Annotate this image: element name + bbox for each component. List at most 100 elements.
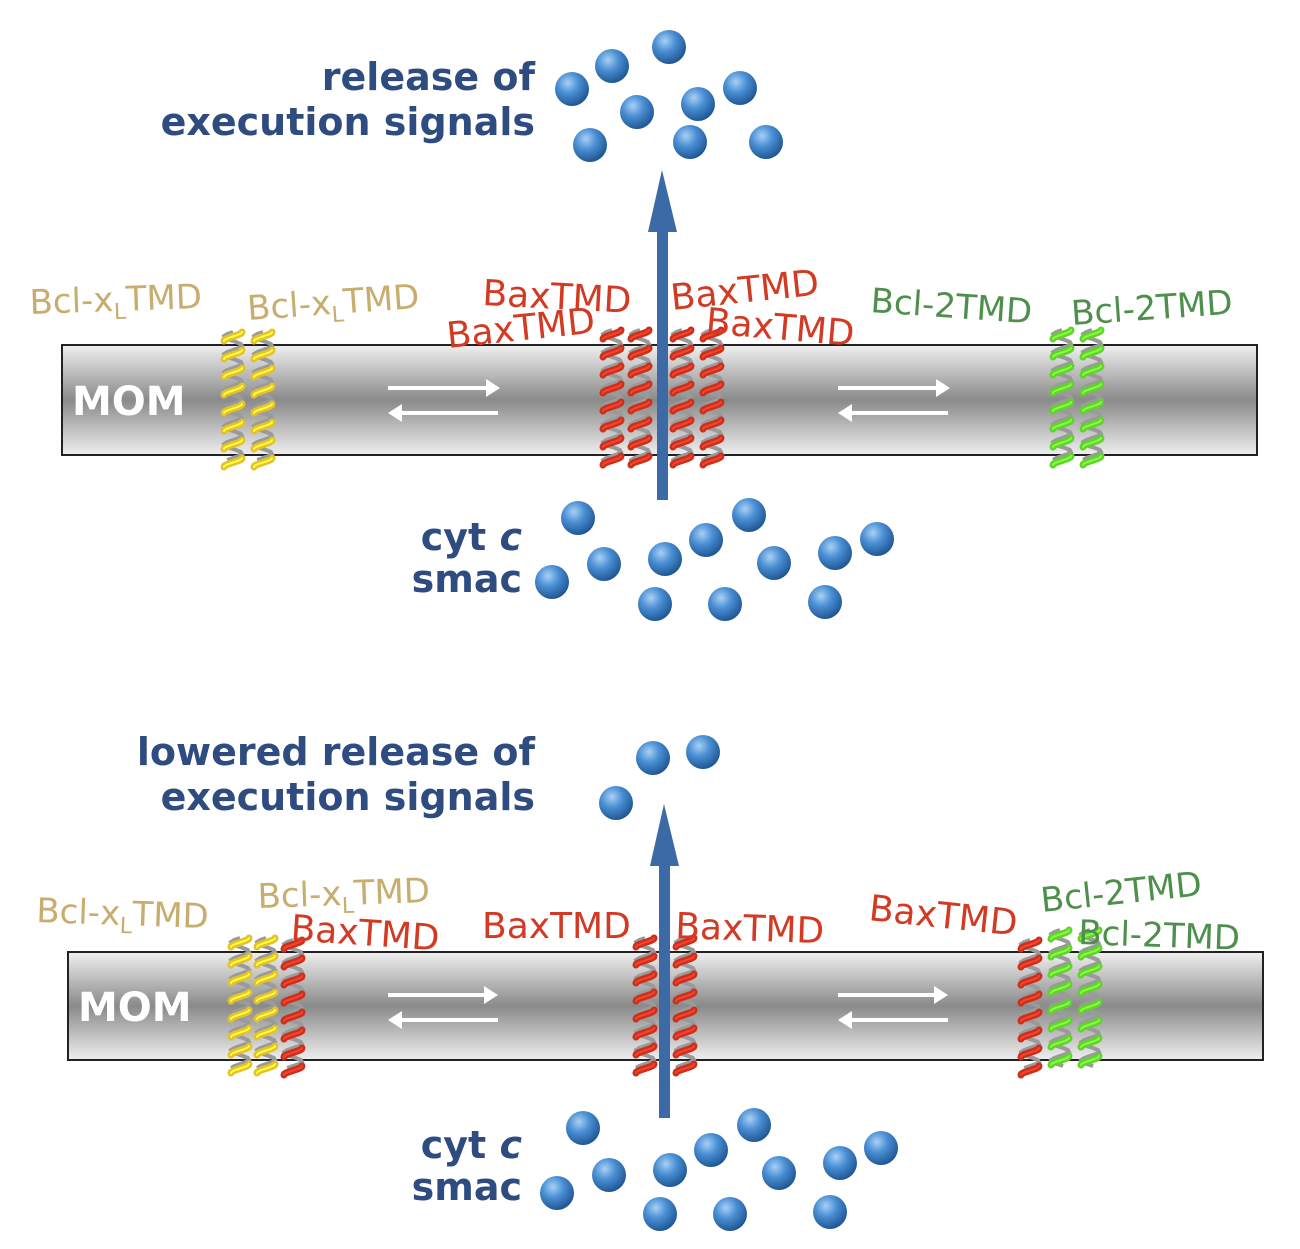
bax-label-1: BaxTMD <box>482 273 633 322</box>
helix-highlight <box>630 329 650 340</box>
release-label-line1: release of <box>322 55 536 99</box>
helix-highlight <box>1080 983 1100 994</box>
helix-highlight <box>702 419 722 430</box>
helix-highlight <box>702 347 722 358</box>
helix-highlight <box>1052 347 1072 358</box>
equilibrium-arrows-right <box>838 986 948 1029</box>
bcl2-label-2: Bcl-2TMD <box>1078 913 1241 959</box>
helix-highlight <box>635 1045 655 1056</box>
helix-back-strand <box>221 330 245 462</box>
molecule <box>535 565 569 599</box>
helix-back-strand <box>1050 328 1074 462</box>
helix-highlight <box>672 455 692 466</box>
helix-highlight <box>675 1045 695 1056</box>
helix-highlight <box>1050 1037 1070 1048</box>
bax-label-4: BaxTMD <box>867 888 1019 944</box>
helix-highlight <box>602 455 622 466</box>
helix-back-strand <box>251 330 275 462</box>
cytosolic-molecules <box>535 498 894 621</box>
molecule <box>762 1156 796 1190</box>
helix-highlight <box>635 955 655 966</box>
helix-highlight <box>602 347 622 358</box>
helix-back-strand <box>228 936 252 1070</box>
release-arrow <box>648 170 677 500</box>
helix-highlight <box>1050 983 1070 994</box>
molecule <box>818 536 852 570</box>
bclxl-label-2: Bcl-xLTMD <box>246 277 421 329</box>
molecule <box>652 30 686 64</box>
helix-highlight <box>672 329 692 340</box>
molecule <box>638 587 672 621</box>
helix-highlight <box>283 993 303 1004</box>
helix-highlight <box>672 365 692 376</box>
helix-back-strand <box>700 328 724 463</box>
helix-highlight <box>1052 437 1072 448</box>
helix-highlight <box>230 937 250 948</box>
helix-highlight <box>1020 1065 1040 1076</box>
molecule <box>643 1197 677 1231</box>
helix-highlight <box>256 973 276 984</box>
helix-highlight <box>1052 455 1072 466</box>
helix-highlight <box>253 331 273 342</box>
bclxl-label-1: Bcl-xLTMD <box>29 277 203 328</box>
molecule <box>653 1153 687 1187</box>
helix-highlight <box>223 367 243 378</box>
helix-highlight <box>256 1009 276 1020</box>
helix-highlight <box>1080 1019 1100 1030</box>
helix-highlight <box>675 1063 695 1074</box>
helix-highlight <box>223 331 243 342</box>
helix-highlight <box>253 457 273 468</box>
helix-highlight <box>1080 965 1100 976</box>
smac-label: smac <box>412 1165 522 1209</box>
helix-highlight <box>672 383 692 394</box>
helix-highlight <box>702 365 722 376</box>
helix-highlight <box>230 991 250 1002</box>
helix-highlight <box>1052 401 1072 412</box>
helix-highlight <box>702 383 722 394</box>
bax-label-3: BaxTMD <box>675 906 825 952</box>
helix-highlight <box>253 403 273 414</box>
helix-highlight <box>223 421 243 432</box>
helix-highlight <box>602 365 622 376</box>
equilibrium-arrows-right <box>838 379 950 422</box>
bcl2-label-1: Bcl-2TMD <box>1039 864 1204 921</box>
helix-highlight <box>230 973 250 984</box>
molecule <box>673 125 707 159</box>
helix-highlight <box>1082 329 1102 340</box>
helix-highlight <box>256 1045 276 1056</box>
helix-highlight <box>635 937 655 948</box>
helix-highlight <box>253 349 273 360</box>
bcl2-label-1: Bcl-2TMD <box>869 281 1033 332</box>
helix-highlight <box>256 991 276 1002</box>
helix-highlight <box>675 955 695 966</box>
helix-highlight <box>1020 957 1040 968</box>
helix-highlight <box>1080 1055 1100 1066</box>
molecule <box>808 585 842 619</box>
smac-label: smac <box>412 557 522 601</box>
helix-highlight <box>223 349 243 360</box>
helix-highlight <box>672 437 692 448</box>
helix-highlight <box>1052 419 1072 430</box>
equilibrium-arrows-left <box>388 986 498 1029</box>
top-panel: release of execution signals MOM <box>29 30 1258 621</box>
helix-highlight <box>283 1047 303 1058</box>
helix-highlight <box>635 991 655 1002</box>
helix-back-strand <box>600 328 624 463</box>
helix-highlight <box>630 401 650 412</box>
helix-highlight <box>702 401 722 412</box>
helix-highlight <box>223 457 243 468</box>
helix-highlight <box>630 455 650 466</box>
helix-highlight <box>1020 1029 1040 1040</box>
helix-highlight <box>1052 329 1072 340</box>
helix-back-strand <box>633 936 657 1070</box>
svg-text:Bcl-xLTMD: Bcl-xLTMD <box>29 277 203 328</box>
released-molecules <box>599 735 720 820</box>
molecule <box>648 542 682 576</box>
helix-highlight <box>1082 347 1102 358</box>
helix-highlight <box>283 939 303 950</box>
helix-highlight <box>635 1063 655 1074</box>
bcl2-helix-pair <box>1047 926 1103 1069</box>
helix-highlight <box>630 437 650 448</box>
helix-highlight <box>630 347 650 358</box>
